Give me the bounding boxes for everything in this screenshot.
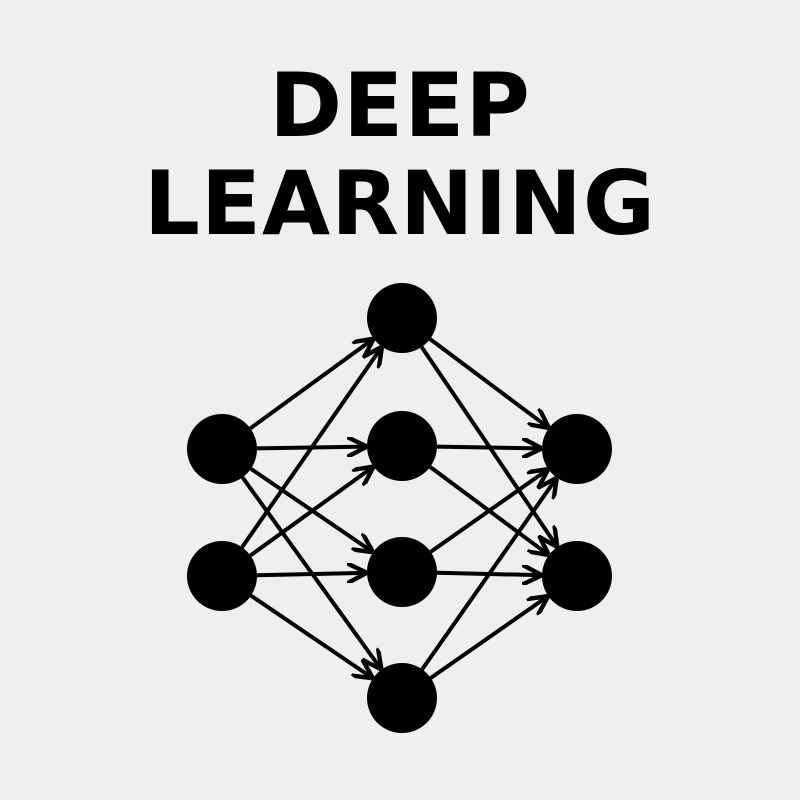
- output-node: [542, 414, 612, 484]
- edge-arrow: [420, 479, 556, 671]
- edge-arrow: [249, 468, 372, 558]
- edge-arrow: [249, 340, 372, 431]
- edge-arrow: [256, 573, 365, 575]
- edge-arrow: [240, 348, 381, 549]
- input-node: [187, 541, 257, 611]
- title-line-2: LEARNING: [143, 152, 657, 255]
- edge-arrow: [436, 447, 540, 449]
- hidden-node: [367, 663, 437, 733]
- edge-arrow: [249, 593, 371, 678]
- hidden-node: [367, 411, 437, 481]
- edge-arrow: [429, 470, 547, 554]
- hidden-node: [367, 283, 437, 353]
- nodes: [187, 283, 612, 733]
- title-line-1: DEEP: [269, 54, 531, 157]
- output-node: [542, 541, 612, 611]
- input-node: [187, 414, 257, 484]
- edge-arrow: [429, 597, 547, 680]
- edges: [240, 337, 556, 680]
- hidden-node: [367, 537, 437, 607]
- edge-arrow: [428, 337, 547, 427]
